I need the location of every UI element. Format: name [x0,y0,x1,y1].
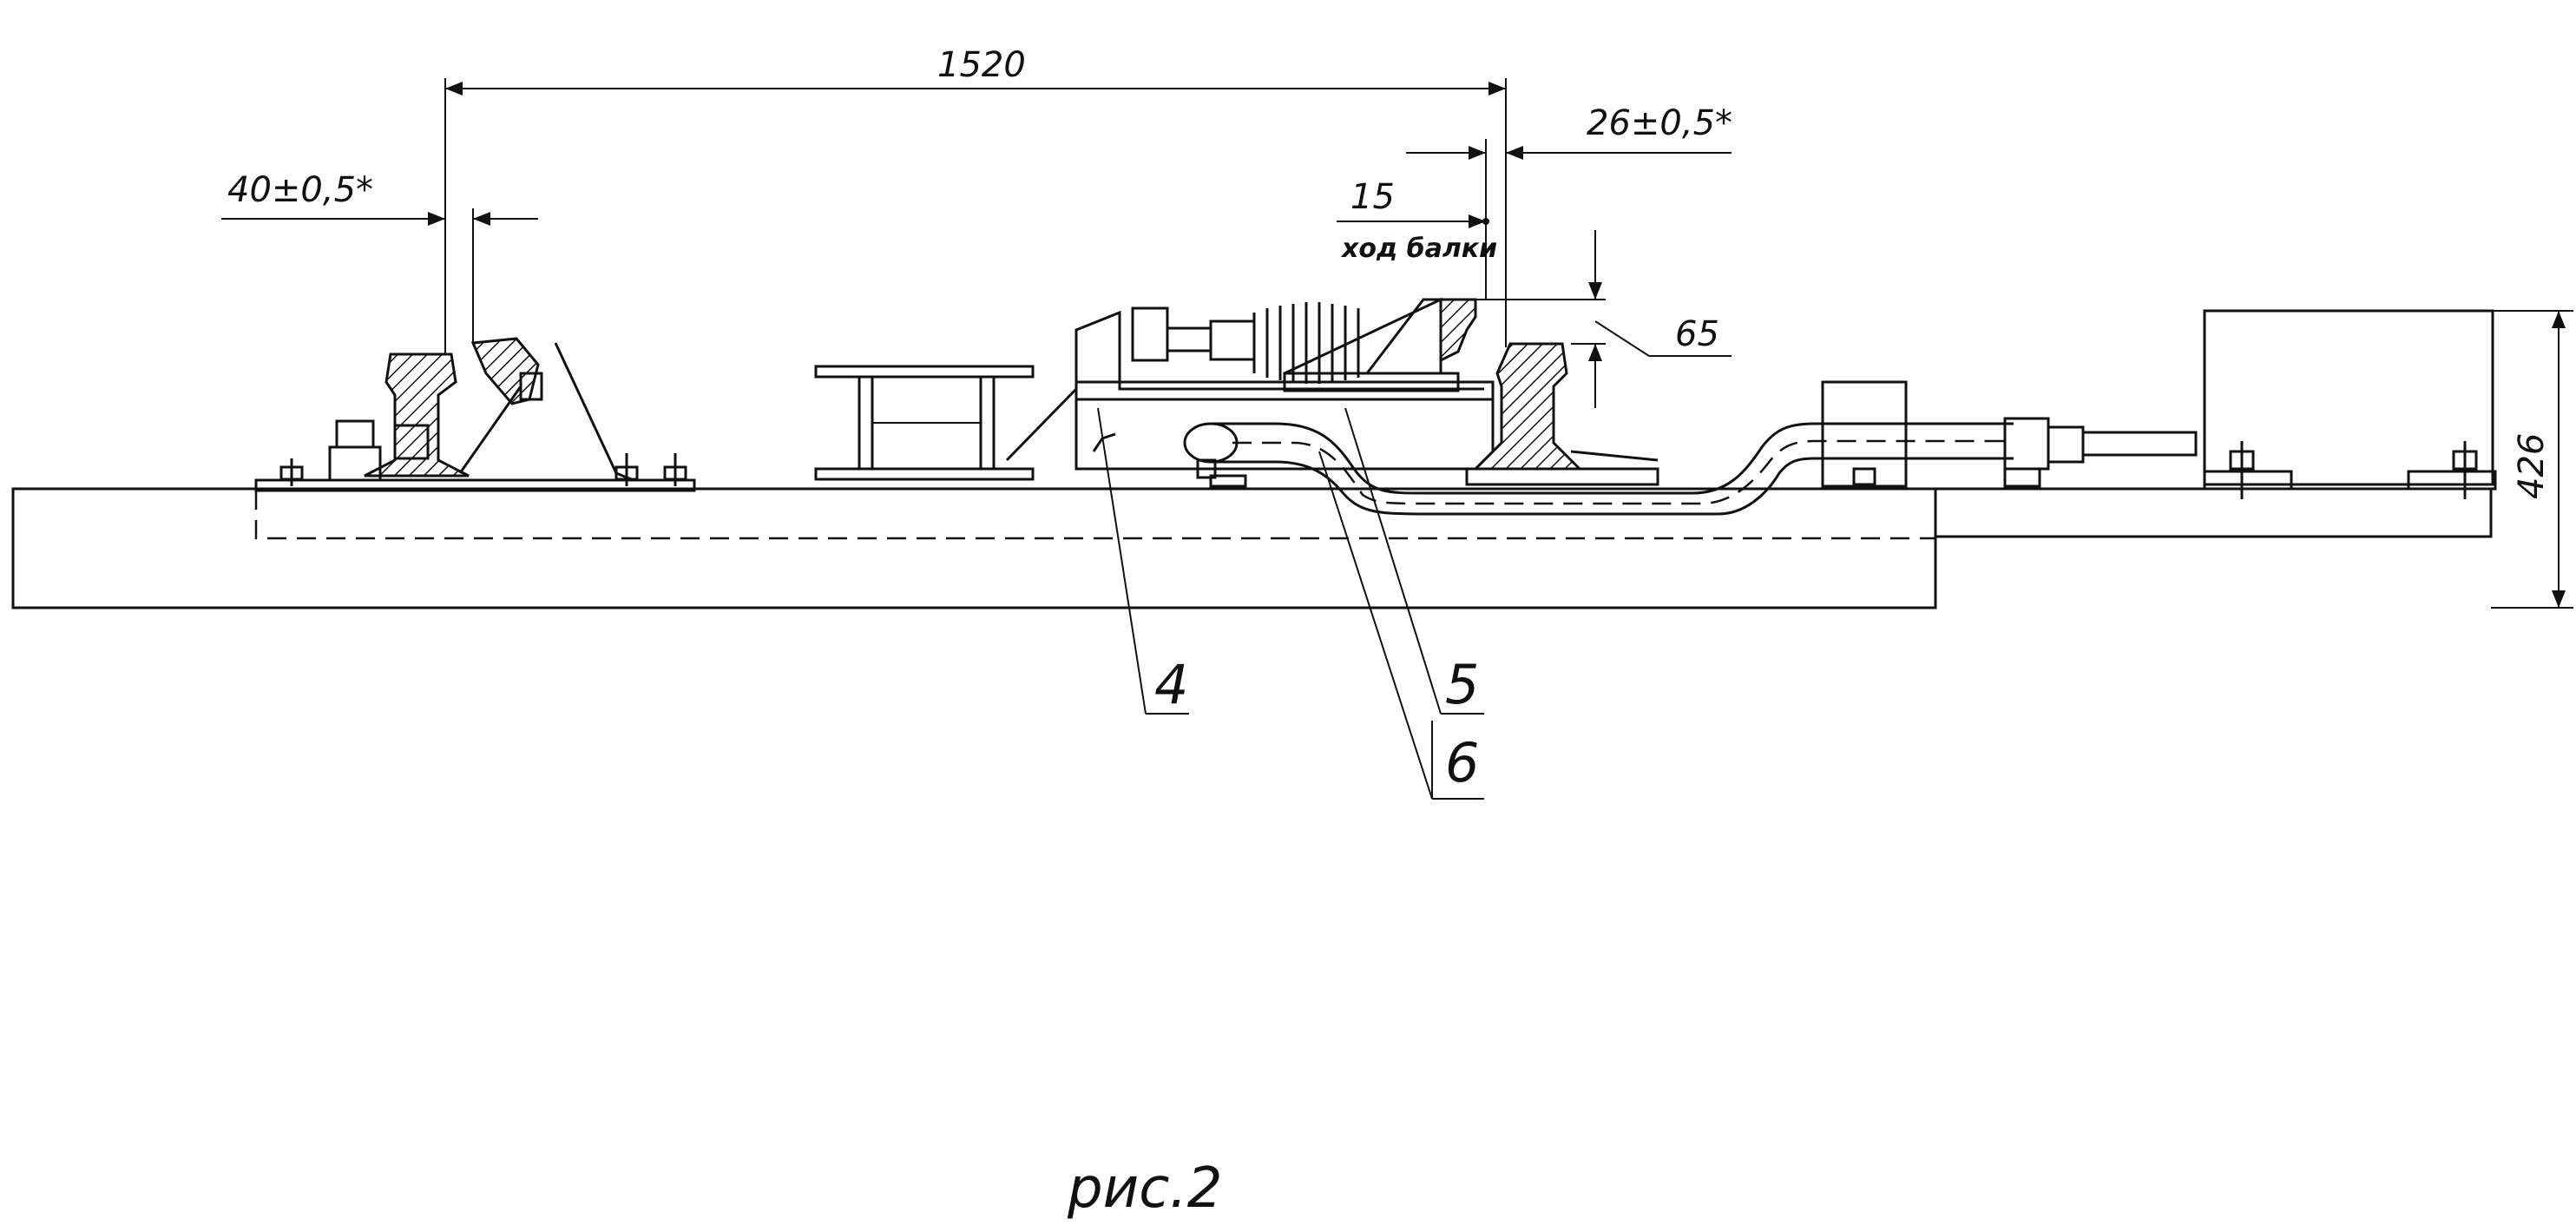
center-mechanism [1005,297,1495,471]
i-beam [814,365,1035,481]
clamp-block [1821,380,1908,488]
callout-4: 4 [1154,653,1188,716]
dim-1520: 1520 [937,45,1026,85]
dim-65: 65 [1675,314,1719,354]
dim-426: 426 [2512,433,2552,499]
right-rail-assembly [1465,342,1659,486]
housing-box [2203,309,2497,499]
dim-15: 15 [1350,177,1395,217]
connector-pin [2003,417,2198,488]
bolt-left-1 [279,458,304,486]
dim-40: 40±0,5* [227,170,373,210]
callout-5: 5 [1445,653,1479,716]
beam-travel-label: ход балки [1340,234,1497,264]
dim-26: 26±0,5* [1587,103,1732,143]
dimension-lines [221,78,2573,609]
bolt-left-3 [663,453,687,486]
figure-caption: рис.2 [1067,1156,1222,1221]
cable-run [1183,422,2014,516]
callout-leaders [1097,407,1484,800]
bolt-left-2 [614,453,639,486]
base-slab [11,487,2493,609]
left-rail-assembly [254,337,696,492]
callout-6: 6 [1445,731,1479,794]
